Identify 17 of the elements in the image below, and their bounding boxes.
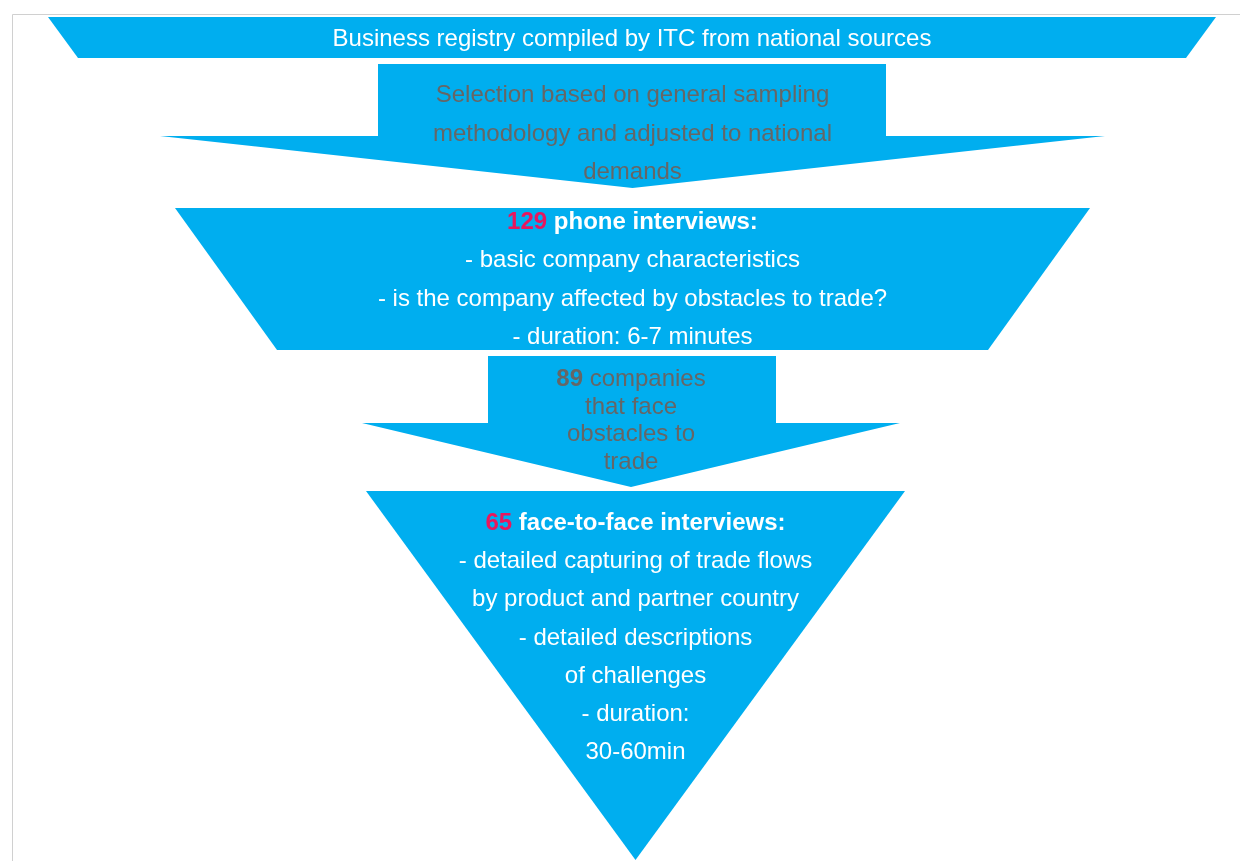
bullet-text: - duration: 6-7 minutes (512, 321, 753, 350)
step-text: 89 companies that face obstacles to trade (555, 364, 707, 474)
step-text: Business registry compiled by ITC from national sources (332, 23, 932, 53)
funnel-triangle (366, 491, 905, 860)
bullet-text: - duration: 30-60min (580, 698, 691, 767)
funnel-band (175, 208, 1090, 350)
bullet-text: - detailed descriptions of challenges (517, 621, 754, 690)
count-number: 65 (485, 508, 513, 535)
funnel-band (48, 17, 1216, 58)
heading-text: face-to-face interviews: (518, 508, 786, 535)
count-number: 129 (507, 207, 548, 234)
step-text: Selection based on general sampling methodology and adjusted to national demands (432, 79, 833, 186)
bullet-text: - is the company affected by obstacles to trade? (377, 283, 888, 312)
heading-text: phone interviews: (553, 207, 758, 234)
bullet-text: - detailed capturing of trade flows by product and partner country (457, 545, 814, 614)
bullet-text: - basic company characteristics (465, 245, 800, 274)
block-arrow (362, 356, 900, 487)
